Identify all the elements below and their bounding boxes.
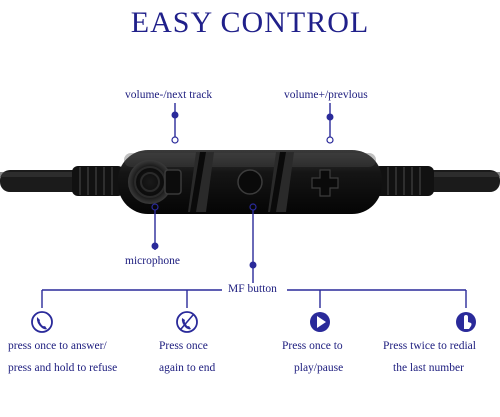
remote-body: [118, 150, 382, 214]
action-end: Press once again to end: [159, 335, 215, 379]
mf-button-label: MF button: [226, 283, 279, 295]
action-line: Press twice to redial: [383, 340, 476, 352]
action-answer: press once to answer/ press and hold to …: [8, 335, 117, 379]
volume-plus-marker: [326, 136, 334, 144]
microphone-grille: [128, 160, 182, 204]
action-line: Press once: [159, 340, 208, 352]
hang-up-icon: [176, 311, 198, 333]
volume-plus-label: volume+/prevlous: [284, 89, 368, 101]
action-line: press and hold to refuse: [8, 362, 118, 374]
action-line: again to end: [159, 362, 216, 374]
action-line: play/pause: [294, 362, 344, 374]
page-title: EASY CONTROL: [130, 6, 370, 39]
action-line: the last number: [393, 362, 464, 374]
action-redial: Press twice to redial the last number: [383, 335, 476, 379]
phone-icon: [31, 311, 53, 333]
action-line: press once to answer/: [8, 340, 107, 352]
volume-plus-button: [311, 169, 339, 197]
action-play-pause: Press once to play/pause: [282, 335, 343, 379]
play-icon: [310, 312, 330, 332]
volume-minus-marker: [171, 136, 179, 144]
right-strain-relief: [374, 166, 434, 196]
volume-minus-label: volume-/next track: [125, 89, 213, 101]
tap-icon: [456, 312, 476, 332]
left-strain-relief: [72, 166, 124, 196]
microphone-label: microphone: [125, 255, 180, 267]
action-line: Press once to: [282, 340, 343, 352]
mf-button: [237, 169, 263, 195]
